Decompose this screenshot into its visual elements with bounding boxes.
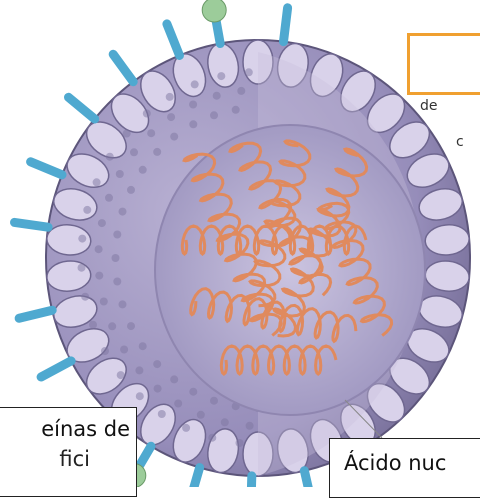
envelope-texture-dot <box>147 129 155 137</box>
envelope-texture-dot <box>113 231 121 239</box>
envelope-texture-dot <box>139 342 147 350</box>
envelope-texture-dot <box>108 322 116 330</box>
envelope-spike <box>190 468 199 487</box>
envelope-texture-dot <box>135 366 143 374</box>
envelope-texture-dot <box>83 206 91 214</box>
envelope-texture-dot <box>78 264 86 272</box>
envelope-texture-dot <box>236 439 244 447</box>
envelope-texture-dot <box>117 371 125 379</box>
envelope-texture-dot <box>81 293 89 301</box>
envelope-texture-dot <box>245 68 253 76</box>
envelope-texture-dot <box>143 110 151 118</box>
spike-head <box>202 0 226 22</box>
envelope-texture-dot <box>89 321 97 329</box>
envelope-texture-dot <box>112 254 120 262</box>
envelope-texture-dot <box>113 278 121 286</box>
envelope-spike <box>41 361 71 377</box>
envelope-texture-dot <box>136 392 144 400</box>
partial-label-text-2: c <box>456 134 464 150</box>
envelope-spike <box>304 471 312 487</box>
label-proteinas: eínas de fici <box>0 407 137 497</box>
envelope-texture-dot <box>153 148 161 156</box>
envelope-spike <box>251 476 252 487</box>
envelope-texture-dot <box>189 388 197 396</box>
envelope-texture-dot <box>123 130 131 138</box>
envelope-spike <box>167 24 180 56</box>
envelope-texture-dot <box>232 106 240 114</box>
envelope-texture-dot <box>78 235 86 243</box>
envelope-texture-dot <box>98 219 106 227</box>
envelope-texture-dot <box>120 346 128 354</box>
envelope-texture-dot <box>101 347 109 355</box>
label-proteinas-line2: fici <box>0 444 130 474</box>
envelope-texture-dot <box>119 300 127 308</box>
envelope-texture-dot <box>217 72 225 80</box>
envelope-texture-dot <box>246 422 254 430</box>
envelope-texture-dot <box>139 166 147 174</box>
envelope-texture-dot <box>116 170 124 178</box>
envelope-texture-dot <box>105 194 113 202</box>
envelope-texture-dot <box>106 153 114 161</box>
envelope-texture-dot <box>213 92 221 100</box>
envelope-texture-dot <box>130 148 138 156</box>
envelope-texture-dot <box>210 397 218 405</box>
envelope-texture-dot <box>95 245 103 253</box>
envelope-texture-dot <box>182 424 190 432</box>
envelope-texture-dot <box>197 411 205 419</box>
envelope-texture-dot <box>174 400 182 408</box>
envelope-texture-dot <box>208 434 216 442</box>
label-proteinas-line1: eínas de <box>41 417 130 441</box>
envelope-spike <box>113 54 133 81</box>
envelope-texture-dot <box>95 272 103 280</box>
envelope-texture-dot <box>154 385 162 393</box>
envelope-texture-dot <box>170 133 178 141</box>
empty-label-box <box>407 33 480 95</box>
envelope-spike <box>31 162 62 175</box>
envelope-spike <box>284 8 288 42</box>
envelope-texture-dot <box>189 101 197 109</box>
envelope-spike <box>69 97 95 119</box>
envelope-texture-dot <box>167 113 175 121</box>
envelope-texture-dot <box>237 87 245 95</box>
envelope-texture-dot <box>127 186 135 194</box>
envelope-texture-dot <box>153 360 161 368</box>
envelope-spike <box>15 222 49 227</box>
envelope-texture-dot <box>100 298 108 306</box>
envelope-texture-dot <box>191 80 199 88</box>
envelope-texture-dot <box>93 178 101 186</box>
envelope-texture-dot <box>221 418 229 426</box>
envelope-texture-dot <box>210 111 218 119</box>
envelope-texture-dot <box>127 322 135 330</box>
envelope-texture-dot <box>170 375 178 383</box>
envelope-spike <box>19 310 52 318</box>
label-acido-nucleico: Ácido nuc <box>329 438 480 498</box>
envelope-texture-dot <box>189 120 197 128</box>
envelope-texture-dot <box>158 410 166 418</box>
envelope-texture-dot <box>166 93 174 101</box>
envelope-texture-dot <box>119 208 127 216</box>
partial-label-text-1: de <box>420 98 438 114</box>
